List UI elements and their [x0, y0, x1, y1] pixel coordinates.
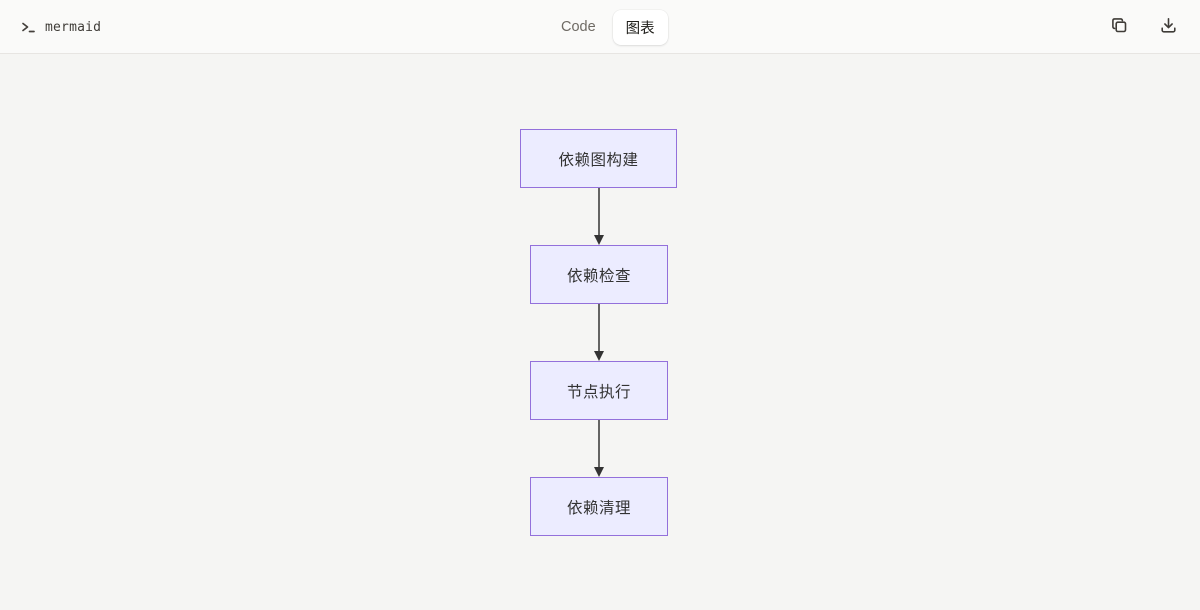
download-icon — [1159, 16, 1178, 38]
edge-b-c — [594, 304, 604, 361]
app-label: mermaid — [45, 19, 102, 35]
node-label: 依赖检查 — [566, 267, 631, 285]
view-switcher: Code 图表 — [548, 0, 668, 54]
copy-icon — [1110, 16, 1129, 38]
diagram-canvas: 依赖图构建 依赖检查 节点执行 依赖清理 — [0, 55, 1200, 610]
app-identity: mermaid — [20, 0, 101, 54]
tab-code[interactable]: Code — [548, 12, 609, 42]
flowchart-node-dependency-cleanup[interactable]: 依赖清理 — [530, 477, 668, 536]
node-label: 依赖图构建 — [558, 151, 639, 169]
header-bar: mermaid Code 图表 — [0, 0, 1200, 54]
node-label: 节点执行 — [566, 383, 631, 401]
flowchart-node-dependency-check[interactable]: 依赖检查 — [530, 245, 668, 304]
flowchart-node-node-execution[interactable]: 节点执行 — [530, 361, 668, 420]
arrowhead-icon — [594, 351, 604, 361]
edge-c-d — [594, 420, 604, 477]
edge-a-b — [594, 188, 604, 245]
header-actions — [1108, 0, 1180, 54]
terminal-prompt-icon — [20, 19, 36, 35]
node-label: 依赖清理 — [566, 499, 631, 517]
download-button[interactable] — [1157, 14, 1180, 40]
arrowhead-icon — [594, 235, 604, 245]
copy-button[interactable] — [1108, 14, 1131, 40]
tab-diagram[interactable]: 图表 — [612, 9, 668, 45]
arrowhead-icon — [594, 467, 604, 477]
flowchart-node-dependency-graph-build[interactable]: 依赖图构建 — [520, 129, 677, 188]
